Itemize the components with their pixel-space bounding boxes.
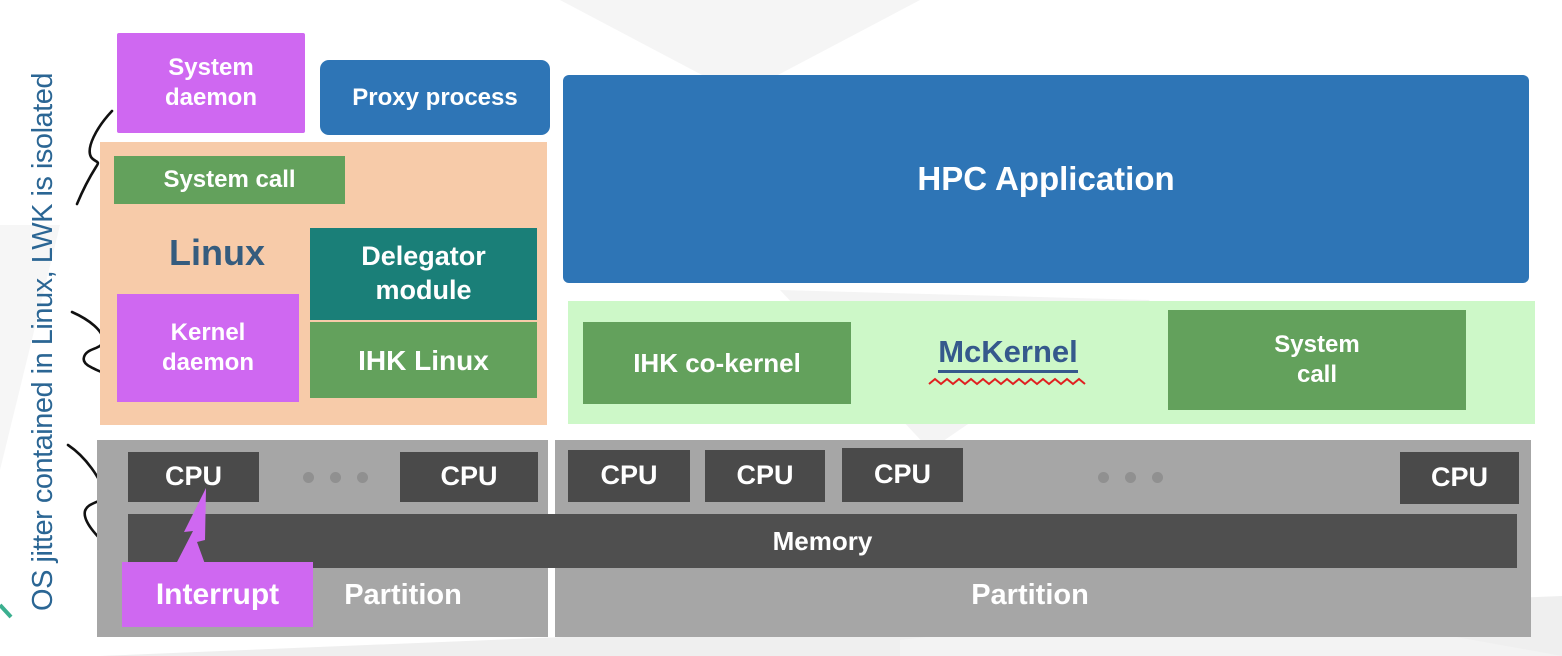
ellipsis-dots-right [1098, 472, 1163, 483]
corner-mark [0, 603, 13, 619]
kernel-daemon-box: Kernel daemon [117, 294, 299, 402]
spellcheck-squiggle [928, 377, 1086, 386]
mckernel-label-group: McKernel [928, 334, 1088, 391]
ihk-cokernel-box: IHK co-kernel [583, 322, 851, 404]
dot-icon [357, 472, 368, 483]
cpu-box: CPU [705, 450, 825, 502]
cpu-box: CPU [568, 450, 690, 502]
interrupt-box: Interrupt [122, 562, 313, 627]
mckernel-label: McKernel [938, 334, 1078, 374]
delegator-module-box: Delegator module [310, 228, 537, 320]
ihk-linux-box: IHK Linux [310, 322, 537, 398]
memory-bar: Memory [128, 514, 1517, 568]
cpu-box: CPU [128, 452, 259, 502]
system-call-mckernel-box: System call [1168, 310, 1466, 410]
dot-icon [330, 472, 341, 483]
linux-label: Linux [169, 232, 265, 273]
dot-icon [1152, 472, 1163, 483]
system-call-linux-box: System call [114, 156, 345, 204]
dot-icon [1098, 472, 1109, 483]
dot-icon [303, 472, 314, 483]
partition-label-left: Partition [344, 579, 462, 611]
dot-icon [1125, 472, 1136, 483]
system-daemon-box: System daemon [117, 33, 305, 133]
cpu-box: CPU [400, 452, 538, 502]
cpu-box: CPU [842, 448, 963, 502]
ellipsis-dots-left [303, 472, 368, 483]
proxy-process-box: Proxy process [320, 60, 550, 135]
cpu-box: CPU [1400, 452, 1519, 504]
side-annotation-text: OS jitter contained in Linux, LWK is iso… [27, 73, 59, 611]
partition-label-right: Partition [971, 579, 1089, 611]
hpc-application-box: HPC Application [563, 75, 1529, 283]
